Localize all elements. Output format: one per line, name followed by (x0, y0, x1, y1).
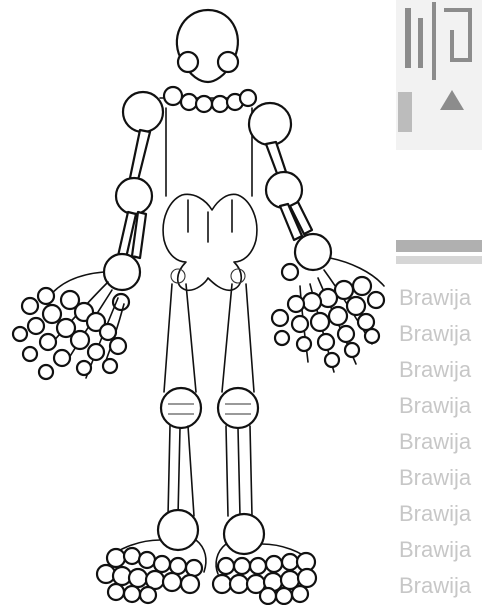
hip-joints (171, 269, 245, 283)
knee-left-joint (161, 388, 201, 428)
watermark-line: Brawija (399, 465, 472, 490)
watermark-line: Brawija (399, 321, 472, 346)
watermark-line: Brawija (399, 573, 472, 598)
jaw-joint-right (218, 52, 238, 72)
right-foot (213, 544, 316, 604)
shoulder-right-joint (249, 103, 291, 145)
left-foot (97, 540, 206, 603)
pelvis (163, 108, 257, 290)
knee-right-joint (218, 388, 258, 428)
ankle-left-joint (158, 510, 198, 550)
right-leg (218, 284, 264, 554)
shoulder-left-joint (123, 92, 163, 132)
shoulder-girdle (160, 87, 256, 112)
left-arm (104, 92, 163, 310)
left-leg (158, 284, 201, 550)
right-arm (249, 103, 331, 280)
jaw-joint-left (178, 52, 198, 72)
watermark-group: Brawija Brawija Brawija Brawija Brawija … (399, 285, 472, 598)
watermark-line: Brawija (399, 501, 472, 526)
wrist-left-joint (104, 254, 140, 290)
wrist-right-joint (295, 234, 331, 270)
background-ornament (396, 0, 482, 264)
watermark-line: Brawija (399, 357, 472, 382)
ankle-right-joint (224, 514, 264, 554)
watermark-line: Brawija (399, 429, 472, 454)
watermark-line: Brawija (399, 537, 472, 562)
left-hand (13, 272, 126, 379)
watermark-line: Brawija (399, 393, 472, 418)
watermark-line: Brawija (399, 285, 472, 310)
elbow-left-joint (116, 178, 152, 214)
skull (177, 10, 238, 82)
